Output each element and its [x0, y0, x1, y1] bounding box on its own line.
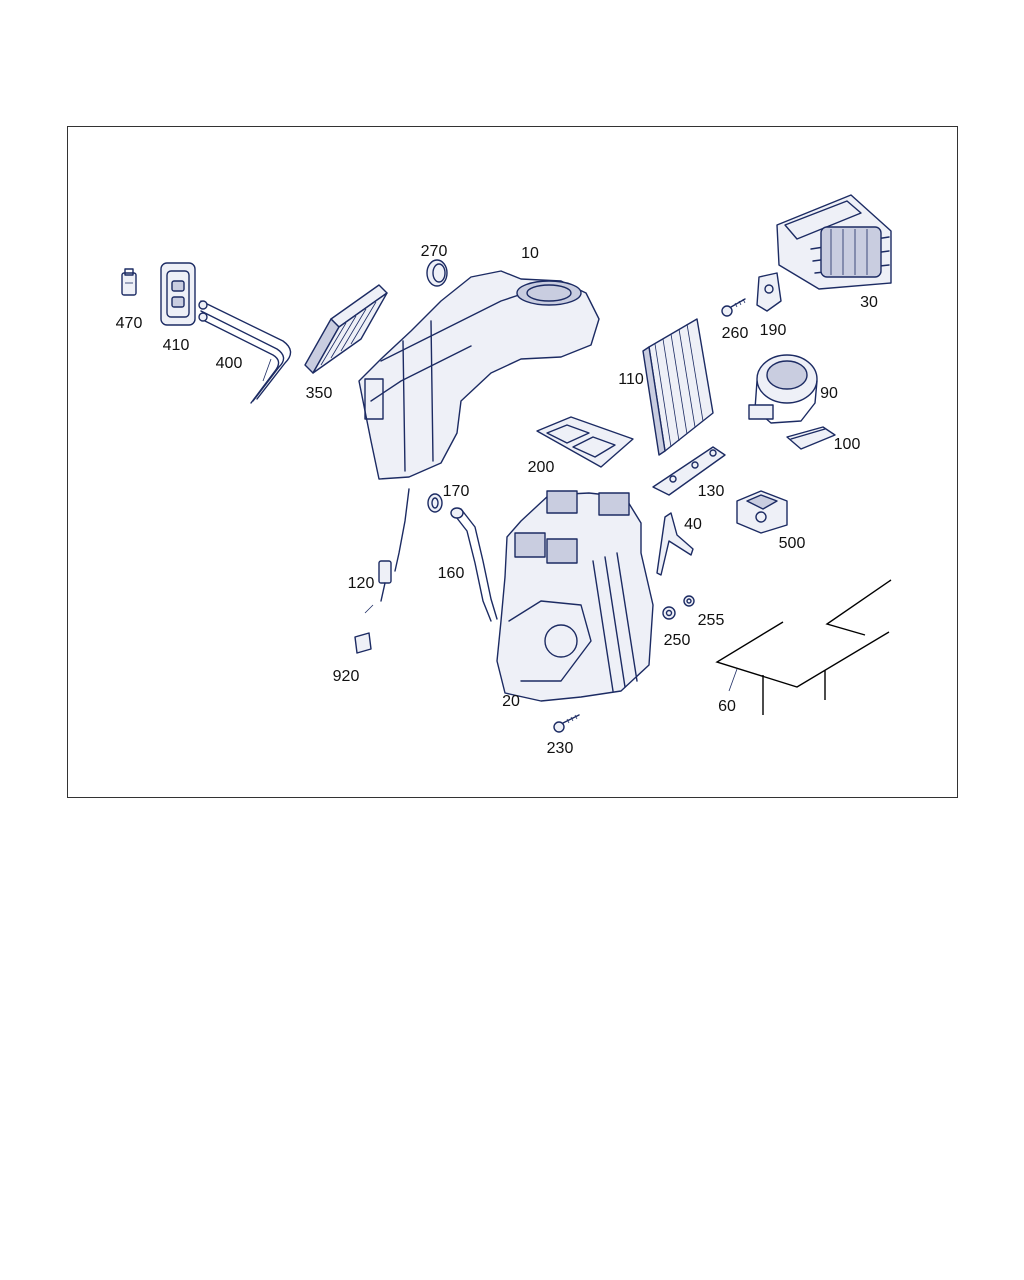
part-350-evaporator [304, 284, 388, 374]
part-130-bracket [652, 446, 726, 496]
part-500-module [736, 490, 788, 534]
callout-470: 470 [116, 315, 143, 332]
part-270-ring [426, 259, 448, 287]
callout-410: 410 [163, 337, 190, 354]
callout-230: 230 [547, 740, 574, 757]
callout-40: 40 [684, 516, 702, 533]
part-20-lower-housing [496, 490, 654, 702]
part-255-clip [683, 595, 695, 607]
callout-60: 60 [718, 698, 736, 715]
part-60-break-symbol [715, 579, 892, 715]
callout-10: 10 [521, 245, 539, 262]
part-160-drain-hose [450, 507, 498, 622]
part-230-screw [553, 714, 580, 733]
part-120-sensor [378, 488, 410, 602]
callout-20: 20 [502, 693, 520, 710]
part-40-bracket-arm [656, 512, 694, 576]
part-250-nut [662, 606, 676, 620]
callout-labels: 10 20 30 40 60 90 100 110 120 130 160 17… [116, 243, 878, 757]
exploded-parts-diagram: 10 20 30 40 60 90 100 110 120 130 160 17… [116, 194, 892, 757]
callout-400: 400 [216, 355, 243, 372]
part-260-screw [721, 298, 746, 317]
callout-500: 500 [779, 535, 806, 552]
callout-120: 120 [348, 575, 375, 592]
part-10-upper-housing [358, 270, 600, 480]
part-100-cover [786, 426, 836, 450]
callout-110: 110 [618, 371, 644, 388]
callout-130: 130 [698, 483, 725, 500]
callout-170: 170 [443, 483, 470, 500]
part-400-pipes [198, 300, 292, 404]
callout-255: 255 [698, 612, 725, 629]
callout-30: 30 [860, 294, 878, 311]
part-200-seal-frame [536, 416, 634, 468]
callout-250: 250 [664, 632, 691, 649]
callout-100: 100 [834, 436, 861, 453]
callout-350: 350 [306, 385, 333, 402]
callout-270: 270 [421, 243, 448, 260]
parts-diagram-frame: 10 20 30 40 60 90 100 110 120 130 160 17… [67, 126, 958, 798]
part-170-grommet [427, 493, 443, 513]
callout-160: 160 [438, 565, 465, 582]
leader-lines [262, 358, 738, 692]
callout-90: 90 [820, 385, 838, 402]
part-110-cabin-filter [642, 318, 714, 456]
callout-260: 260 [722, 325, 749, 342]
part-920-clip [354, 632, 372, 654]
part-470-connector [121, 268, 137, 296]
part-90-blower-motor [748, 354, 818, 424]
part-410-seal-plate [160, 262, 196, 326]
callout-190: 190 [760, 322, 787, 339]
part-30-control-module [776, 194, 892, 290]
part-190-actuator [756, 272, 782, 312]
callout-200: 200 [528, 459, 555, 476]
callout-920: 920 [333, 668, 360, 685]
